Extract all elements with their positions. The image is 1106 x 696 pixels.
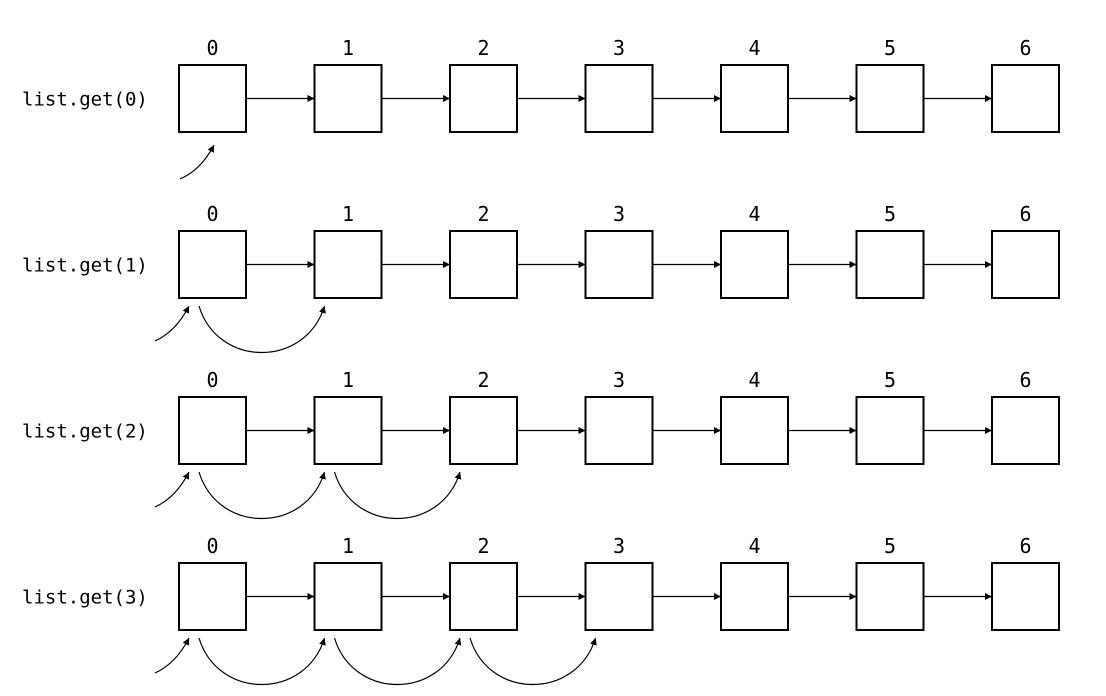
traversal-hop-arrow bbox=[198, 637, 326, 685]
node-index-label: 2 bbox=[477, 368, 489, 392]
list-node bbox=[313, 230, 383, 299]
list-node bbox=[584, 64, 654, 133]
entry-arrow bbox=[179, 144, 215, 180]
list-node bbox=[313, 562, 383, 631]
entry-arrow bbox=[154, 471, 190, 508]
list-node bbox=[178, 64, 247, 133]
list-node bbox=[449, 230, 518, 299]
list-node bbox=[313, 396, 383, 465]
list-node bbox=[584, 230, 654, 299]
traversal-hop-arrow bbox=[198, 305, 326, 353]
node-index-label: 1 bbox=[342, 368, 354, 392]
traversal-hop-arrow bbox=[333, 471, 462, 519]
list-node bbox=[178, 562, 247, 631]
list-row: list.get(0) 0 1 2 3 4 5 6 bbox=[22, 36, 1060, 180]
node-index-label: 1 bbox=[342, 534, 354, 558]
list-node bbox=[855, 562, 925, 631]
list-node bbox=[720, 396, 789, 465]
node-index-label: 5 bbox=[884, 36, 896, 60]
list-node bbox=[991, 396, 1060, 465]
list-node bbox=[584, 562, 654, 631]
node-index-label: 5 bbox=[884, 368, 896, 392]
node-index-label: 6 bbox=[1019, 368, 1031, 392]
list-node bbox=[991, 64, 1060, 133]
list-node bbox=[855, 64, 925, 133]
row-label: list.get(0) bbox=[22, 89, 148, 111]
node-index-label: 2 bbox=[477, 534, 489, 558]
node-index-label: 1 bbox=[342, 202, 354, 226]
list-row: list.get(2) 0 1 2 3 4 5 6 bbox=[22, 368, 1060, 519]
list-node bbox=[720, 562, 789, 631]
node-index-label: 2 bbox=[477, 202, 489, 226]
traversal-hop-arrow bbox=[333, 637, 462, 685]
node-index-label: 1 bbox=[342, 36, 354, 60]
node-index-label: 4 bbox=[748, 368, 760, 392]
traversal-hop-arrow bbox=[469, 637, 597, 685]
node-index-label: 4 bbox=[748, 534, 760, 558]
node-index-label: 6 bbox=[1019, 36, 1031, 60]
node-index-label: 3 bbox=[613, 36, 625, 60]
row-label: list.get(2) bbox=[22, 421, 148, 443]
list-node bbox=[449, 396, 518, 465]
list-node bbox=[584, 396, 654, 465]
node-index-label: 0 bbox=[206, 36, 218, 60]
node-index-label: 6 bbox=[1019, 534, 1031, 558]
list-node bbox=[449, 64, 518, 133]
node-index-label: 6 bbox=[1019, 202, 1031, 226]
node-index-label: 4 bbox=[748, 36, 760, 60]
node-index-label: 3 bbox=[613, 368, 625, 392]
list-node bbox=[720, 64, 789, 133]
node-index-label: 3 bbox=[613, 202, 625, 226]
list-node bbox=[855, 396, 925, 465]
row-label: list.get(3) bbox=[22, 587, 148, 609]
node-index-label: 3 bbox=[613, 534, 625, 558]
list-node bbox=[449, 562, 518, 631]
node-index-label: 0 bbox=[206, 534, 218, 558]
list-node bbox=[178, 230, 247, 299]
traversal-hop-arrow bbox=[198, 471, 326, 519]
node-index-label: 0 bbox=[206, 368, 218, 392]
entry-arrow bbox=[154, 305, 190, 342]
node-index-label: 2 bbox=[477, 36, 489, 60]
node-index-label: 0 bbox=[206, 202, 218, 226]
list-node bbox=[991, 562, 1060, 631]
list-node bbox=[720, 230, 789, 299]
node-index-label: 4 bbox=[748, 202, 760, 226]
list-node bbox=[178, 396, 247, 465]
entry-arrow bbox=[154, 637, 190, 674]
node-index-label: 5 bbox=[884, 202, 896, 226]
list-node bbox=[991, 230, 1060, 299]
list-node bbox=[855, 230, 925, 299]
list-row: list.get(1) 0 1 2 3 4 5 6 bbox=[22, 202, 1060, 353]
list-row: list.get(3) 0 1 2 3 4 5 6 bbox=[22, 534, 1060, 685]
list-node bbox=[313, 64, 383, 133]
node-index-label: 5 bbox=[884, 534, 896, 558]
row-label: list.get(1) bbox=[22, 255, 148, 277]
